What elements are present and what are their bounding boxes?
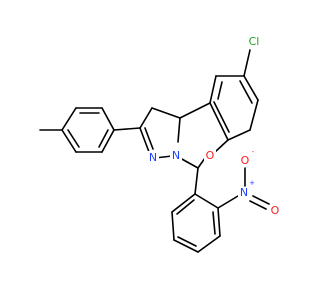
nitro-o-single-label: O [241, 154, 250, 167]
chlorine-label: Cl [249, 35, 260, 48]
chlorine-atom: Cl [245, 35, 263, 49]
nitro-o-single-atom: O - [239, 148, 255, 167]
bond-benz-2 [227, 129, 251, 141]
bond-benz-inner-2 [239, 80, 253, 104]
bond-nitro-n-o-double-b [252, 195, 270, 205]
bond-nitro-n-o-double-a [249, 200, 267, 210]
bond-benz-3 [249, 99, 259, 131]
bond-nph-4 [173, 239, 199, 253]
ring-oxygen-label: O [206, 149, 215, 162]
bond-c3-n2-double-a [139, 127, 150, 153]
ring-oxygen-atom: O [204, 149, 216, 162]
nitro-o-single-charge: - [252, 148, 255, 156]
pyrazole-n2-label: N [149, 151, 157, 164]
bond-nph-5 [171, 211, 175, 241]
nitro-o-double-atom: O [268, 204, 281, 218]
bond-nph-6 [171, 193, 196, 213]
bond-tolyl-pyrazoline [113, 127, 141, 131]
bond-c10b-c10a [179, 102, 211, 119]
bond-tolyl-4 [101, 129, 115, 153]
atom-label-layer: Cl O N N N + O - O [147, 35, 281, 218]
molecule-canvas: Cl O N N N + O - O [39, 35, 281, 253]
bond-o-c4a [214, 139, 229, 153]
bond-c5-aryl [194, 167, 199, 195]
bond-tolyl-inner-3 [67, 129, 80, 148]
bond-benz-inner-3 [217, 81, 223, 100]
bond-c5-o [197, 157, 206, 169]
nitro-n-atom: N + [238, 179, 255, 200]
nitro-n-label: N [240, 186, 248, 199]
bond-tolyl-3 [101, 107, 115, 131]
bond-benz-1 [209, 102, 229, 141]
bond-tolyl-6 [61, 129, 77, 153]
bond-nph-1 [194, 193, 219, 209]
bond-nph-inner-2 [177, 236, 197, 247]
bond-tolyl-inner-2 [98, 129, 109, 148]
bond-c3-ch2 [139, 107, 153, 129]
pyrazole-n1-atom: N [170, 149, 182, 163]
bond-c10b-n1 [177, 117, 181, 143]
bond-nph-inner-3 [176, 199, 195, 215]
bond-benz-6 [209, 75, 217, 104]
bond-tolyl-1 [61, 107, 77, 131]
pyrazole-n1-label: N [172, 149, 180, 162]
chemical-structure-drawing: Cl O N N N + O - O [39, 35, 281, 253]
bond-ch2-c10b [151, 107, 181, 119]
bond-nph-inner-1 [212, 211, 216, 235]
bond-benz-4 [243, 75, 259, 101]
bond-aryl-nitro-n [217, 195, 239, 209]
bond-c-cl [243, 49, 251, 77]
bond-benz-inner-1 [213, 101, 230, 133]
nitro-o-double-label: O [271, 204, 280, 217]
bond-nph-3 [197, 235, 221, 253]
bond-n1-c5 [179, 157, 199, 169]
bond-c3-n2-double-b [144, 127, 154, 150]
bond-nph-2 [217, 207, 221, 237]
nitro-n-charge: + [249, 179, 255, 187]
bond-layer [39, 49, 270, 253]
pyrazole-n2-atom: N [147, 151, 159, 164]
